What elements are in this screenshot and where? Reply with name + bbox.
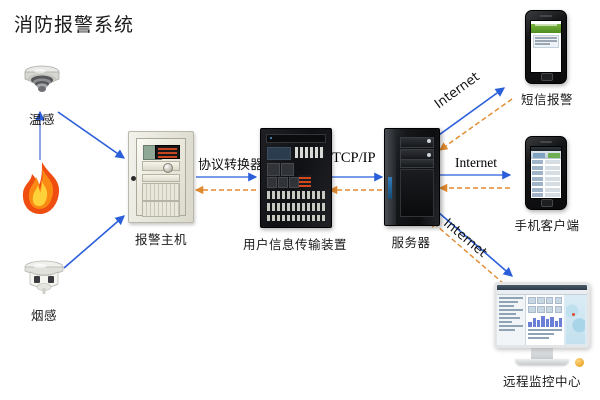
smoke-detector-label: 烟感	[30, 308, 57, 323]
node-monitoring-center[interactable]: 远程监控中心	[494, 282, 590, 390]
link-label-internet-sms: Internet	[432, 69, 483, 113]
node-heat-detector[interactable]: 温感	[14, 62, 70, 128]
server-tower-icon	[384, 128, 440, 226]
transmission-device-icon	[260, 128, 332, 228]
desktop-monitor-icon	[494, 282, 590, 367]
node-alarm-host[interactable]: 报警主机	[128, 131, 194, 248]
smartphone-app-icon	[525, 136, 567, 210]
server-label: 服务器	[391, 235, 431, 250]
link-label-tcp-ip: TCP/IP	[332, 150, 376, 166]
link-label-internet-mobile: Internet	[455, 155, 497, 170]
heat-detector-label: 温感	[28, 112, 55, 127]
sms-alarm-label: 短信报警	[520, 92, 573, 107]
heat-detector-icon	[24, 65, 60, 92]
transmission-device-label: 用户信息传输装置	[242, 237, 347, 252]
arrow-smoke-detector-to-host	[63, 215, 125, 269]
arrow-sms-to-server	[439, 98, 513, 151]
smartphone-sms-icon	[525, 10, 567, 84]
flame-icon	[22, 162, 60, 214]
alarm-control-cabinet-icon	[128, 131, 194, 223]
node-mobile-client[interactable]: 手机客户端	[514, 136, 592, 234]
mobile-client-label: 手机客户端	[514, 218, 580, 233]
node-server[interactable]: 服务器	[384, 128, 449, 251]
smoke-detector-icon	[24, 260, 64, 294]
monitoring-center-label: 远程监控中心	[502, 374, 581, 389]
link-label-protocol-converter: 协议转换器	[198, 158, 264, 173]
node-smoke-detector[interactable]: 烟感	[16, 258, 72, 324]
page-title: 消防报警系统	[14, 14, 135, 36]
node-transmission-device[interactable]: 用户信息传输装置	[243, 128, 354, 253]
node-sms-alarm[interactable]: 短信报警	[516, 10, 586, 108]
alarm-host-label: 报警主机	[134, 232, 187, 247]
node-fire	[18, 160, 64, 221]
